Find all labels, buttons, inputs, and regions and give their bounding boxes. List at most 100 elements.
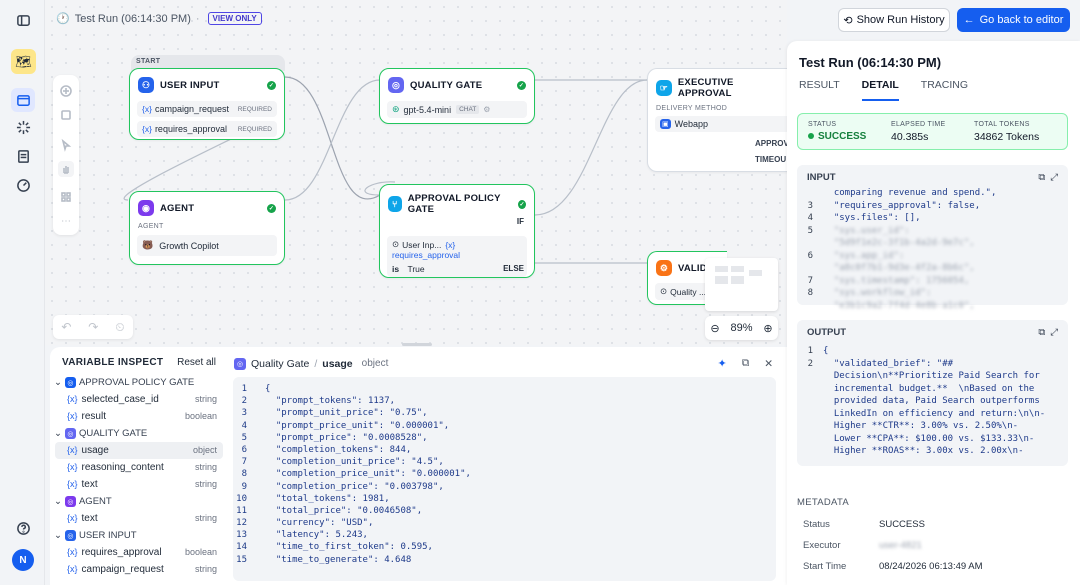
input-box: INPUT⧉ ⤢ comparing revenue and spend.",3… — [797, 165, 1068, 311]
tab-result[interactable]: RESULT — [799, 79, 840, 91]
run-detail-title: Test Run (06:14:30 PM) — [799, 55, 942, 70]
code-line: Higher **ROAS**: 3.00x vs. 2.00x\n- — [797, 445, 1068, 458]
code-line: 6 "sys.app_id": — [797, 250, 1068, 263]
metadata-value: SUCCESS — [879, 519, 925, 530]
user-avatar[interactable]: N — [12, 549, 34, 571]
tab-tracing[interactable]: TRACING — [920, 79, 969, 91]
sidebar-toggle-icon[interactable] — [11, 8, 35, 32]
add-note-icon[interactable] — [58, 107, 74, 123]
studio-icon[interactable] — [11, 88, 35, 112]
chevron-down-icon[interactable]: ⌄ — [54, 428, 62, 439]
variable-item-left: {x}usage — [67, 445, 109, 456]
variable-item[interactable]: {x}usage object — [55, 442, 223, 459]
minimap[interactable] — [705, 258, 778, 311]
copy-icon[interactable]: ⧉ — [741, 357, 750, 369]
go-back-to-editor-button[interactable]: ← Go back to editor — [957, 8, 1070, 32]
expand-icon[interactable]: ⤢ — [1050, 327, 1058, 338]
help-icon[interactable] — [11, 516, 35, 540]
code-line: Lower **CPA**: $100.00 vs. $133.33\n- — [797, 433, 1068, 446]
code-line: 8 "sys.workflow_id": — [797, 287, 1068, 300]
code-line: 9 "completion_price": "0.003798", — [233, 481, 776, 493]
variable-group-header[interactable]: ⌄◎USER INPUT — [50, 527, 228, 544]
condition-operator: is — [392, 264, 400, 274]
input-json[interactable]: comparing revenue and spend.",3 "require… — [797, 187, 1068, 312]
show-run-history-button[interactable]: ⟲ Show Run History — [838, 8, 950, 32]
code-line: 4 "sys.files": [], — [797, 212, 1068, 225]
knowledge-icon[interactable] — [11, 144, 35, 168]
variable-group-header[interactable]: ⌄◎AGENT — [50, 493, 228, 510]
version-history-icon[interactable]: ⏲ — [115, 319, 125, 334]
expand-icon[interactable]: ⤢ — [1050, 172, 1058, 183]
code-text: incremental budget.** \nBased on the — [823, 383, 1035, 394]
reset-all-button[interactable]: Reset all — [177, 357, 216, 368]
chevron-down-icon[interactable]: ⌄ — [54, 377, 62, 388]
variable-icon: {x} — [142, 124, 152, 134]
json-code-view[interactable]: 1{2 "prompt_tokens": 1137,3 "prompt_unit… — [233, 377, 776, 581]
variable-icon: {x} — [67, 411, 78, 421]
approval-policy-gate-node[interactable]: ⑂APPROVAL POLICY GATE✓ IF ⊙User Inp... {… — [379, 184, 535, 278]
executive-title: EXECUTIVE APPROVAL — [677, 77, 734, 99]
agent-node[interactable]: ◉AGENT✓ AGENT 🐻Growth Copilot — [129, 191, 285, 265]
line-number: 7 — [241, 457, 247, 468]
required-tag: REQUIRED — [237, 125, 272, 133]
explore-icon[interactable] — [11, 115, 35, 139]
copy-icon[interactable]: ⧉ — [1038, 172, 1046, 183]
hand-icon[interactable] — [58, 161, 74, 177]
zoom-in-icon[interactable]: ⊕ — [763, 322, 773, 335]
chevron-down-icon[interactable]: ⌄ — [54, 530, 62, 541]
llm-icon: ◎ — [234, 357, 246, 370]
code-line: 10 "total_tokens": 1981, — [233, 493, 776, 505]
chevron-down-icon[interactable]: ⌄ — [54, 496, 62, 507]
if-else-icon: ⑂ — [388, 196, 402, 212]
line-number — [797, 300, 823, 313]
variable-group-header[interactable]: ⌄◎APPROVAL POLICY GATE — [50, 374, 228, 391]
start-label: START — [131, 55, 285, 71]
pointer-icon[interactable] — [58, 137, 74, 153]
run-title: Test Run (06:14:30 PM) — [74, 12, 191, 25]
variable-value-panel: ◎ Quality Gate / usage object ✦ ⧉ ✕ 1{2 … — [228, 347, 787, 585]
code-text: "sys.files": [], — [823, 213, 921, 223]
line-number — [797, 237, 823, 250]
variable-group-header[interactable]: ⌄◎QUALITY GATE — [50, 425, 228, 442]
code-text: Decision\n**Prioritize Paid Search for — [823, 371, 1040, 381]
app-logo-icon[interactable]: 🗺 — [11, 49, 36, 74]
condition-value: True — [407, 264, 425, 274]
more-icon[interactable]: ⋯ — [61, 215, 71, 227]
code-line: 13 "latency": 5.243, — [233, 529, 776, 541]
undo-icon[interactable]: ↶ — [61, 320, 72, 334]
monitor-icon[interactable] — [11, 173, 35, 197]
line-number: 1 — [241, 384, 247, 394]
line-number: 1 — [807, 346, 813, 356]
redo-icon[interactable]: ↷ — [88, 320, 99, 334]
output-json[interactable]: 1{2 "validated_brief": "## Decision\n**P… — [797, 345, 1068, 458]
go-back-label: Go back to editor — [979, 14, 1064, 26]
zoom-out-icon[interactable]: ⊖ — [710, 322, 720, 335]
variable-item-left: {x}selected_case_id — [67, 394, 159, 405]
code-line: incremental budget.** \nBased on the — [797, 383, 1068, 396]
selected-variable: usage — [322, 357, 353, 370]
panel-resize-handle[interactable] — [402, 343, 432, 346]
ai-sparkle-icon[interactable]: ✦ — [717, 358, 727, 370]
organize-icon[interactable] — [58, 189, 74, 205]
approve-branch-label: APPROV — [755, 139, 789, 148]
add-node-icon[interactable] — [58, 83, 74, 99]
tab-detail[interactable]: DETAIL — [861, 79, 899, 101]
node-icon: ◎ — [64, 530, 76, 541]
variable-type: object — [192, 445, 217, 455]
delivery-method-label: DELIVERY METHOD — [656, 105, 728, 112]
quality-gate-title: QUALITY GATE — [410, 79, 483, 91]
executive-approval-node[interactable]: ☞EXECUTIVE APPROVAL DELIVERY METHOD ▣Web… — [647, 68, 797, 172]
copy-icon[interactable]: ⧉ — [1038, 327, 1046, 338]
close-icon[interactable]: ✕ — [764, 357, 773, 370]
line-number: 7 — [807, 275, 813, 286]
